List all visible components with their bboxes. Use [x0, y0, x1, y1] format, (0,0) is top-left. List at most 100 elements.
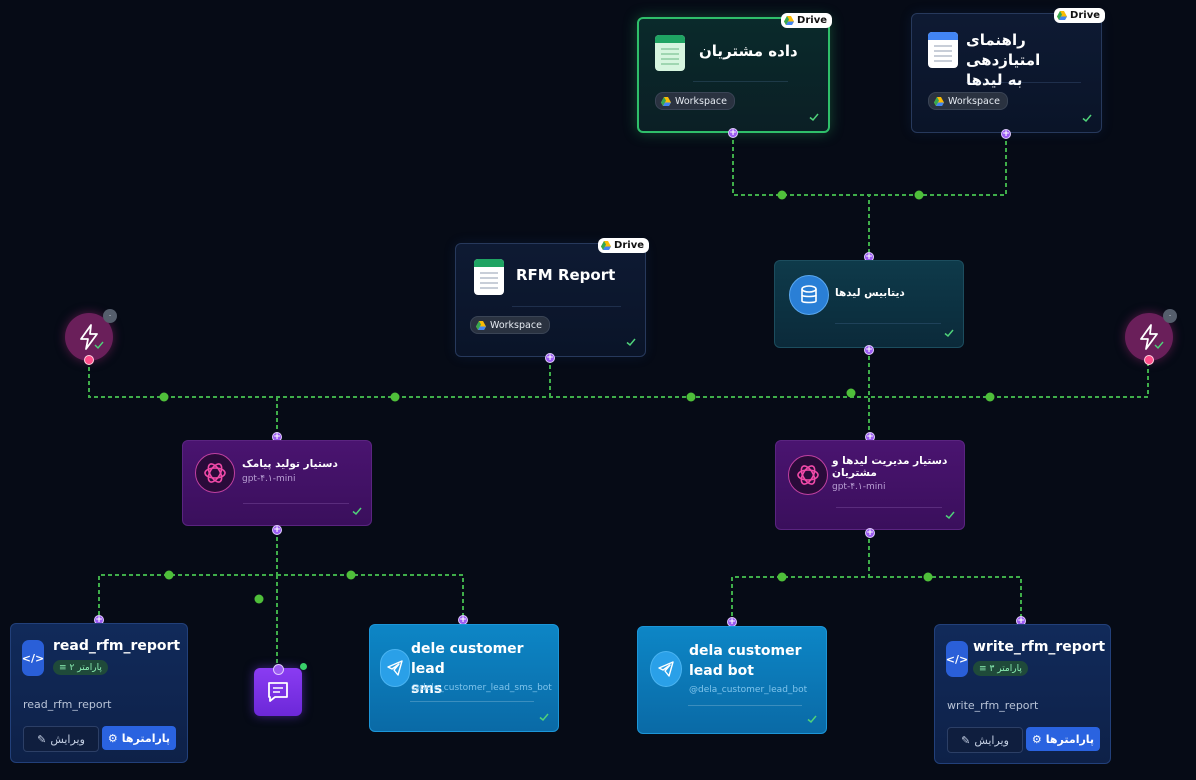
edge-trigger-left-bus — [88, 360, 1149, 398]
output-port[interactable]: + — [728, 128, 738, 138]
edit-button[interactable]: ✎ویرایش — [947, 727, 1023, 753]
edge-dot — [159, 392, 169, 402]
edge-sms-agent-to-bot — [277, 574, 464, 620]
trigger-left[interactable]: ۰ — [65, 309, 117, 365]
google-drive-icon — [661, 96, 671, 106]
check-icon — [626, 338, 636, 347]
count-badge: ۰ — [103, 309, 117, 323]
google-drive-icon — [476, 320, 486, 330]
divider — [966, 82, 1081, 83]
output-port[interactable] — [84, 355, 94, 365]
model-label: gpt-۴.۱-mini — [242, 474, 296, 484]
node-title: RFM Report — [516, 266, 616, 284]
check-icon — [945, 511, 955, 520]
code-icon: </> — [22, 640, 44, 676]
workspace-pill: Workspace — [928, 92, 1008, 110]
tool-description: write_rfm_report — [947, 699, 1039, 712]
output-port[interactable]: + — [1001, 129, 1011, 139]
code-icon: </> — [946, 641, 968, 677]
google-sheets-icon — [655, 35, 685, 71]
node-title: داده مشتریان — [699, 42, 798, 60]
drive-badge: Drive — [598, 238, 649, 253]
google-drive-icon — [934, 96, 944, 106]
edge-sms-agent-tools — [98, 530, 278, 620]
edge-dot — [777, 190, 787, 200]
output-port[interactable] — [1144, 355, 1154, 365]
output-port[interactable]: + — [272, 525, 282, 535]
google-drive-icon — [784, 16, 795, 25]
parameters-button[interactable]: ⚙پارامترها — [102, 726, 176, 750]
edge-dot — [923, 572, 933, 582]
workspace-pill: Workspace — [470, 316, 550, 334]
node-title: دستیار تولید پیامک — [242, 458, 338, 470]
lightning-icon — [80, 324, 104, 350]
google-sheets-icon — [474, 259, 504, 295]
output-port[interactable]: + — [865, 528, 875, 538]
edge-dot — [346, 570, 356, 580]
edit-button[interactable]: ✎ویرایش — [23, 726, 99, 752]
telegram-icon — [650, 651, 682, 687]
divider — [693, 81, 788, 82]
check-icon — [807, 715, 817, 724]
output-port[interactable]: + — [864, 345, 874, 355]
edge-dot — [777, 572, 787, 582]
node-sms-bot[interactable]: dele customer lead sms @dele_customer_le… — [369, 624, 559, 732]
node-title: dele customer lead sms — [411, 641, 524, 697]
openai-icon — [195, 453, 235, 493]
check-icon — [352, 507, 362, 516]
check-icon — [1082, 114, 1092, 123]
node-lead-agent[interactable]: دستیار مدیریت لیدها و مشتریان gpt-۴.۱-mi… — [775, 440, 965, 530]
edge-dot — [390, 392, 400, 402]
pencil-icon: ✎ — [961, 733, 971, 747]
param-count-pill: ≡پارامتر ۳ — [973, 661, 1028, 676]
node-write-rfm-tool[interactable]: </> write_rfm_report ≡پارامتر ۳ write_rf… — [934, 624, 1111, 764]
node-title: dela customer lead bot — [689, 643, 802, 679]
node-rfm-report[interactable]: Drive RFM Report Workspace — [455, 238, 649, 357]
edge-lead-agent-to-write — [869, 576, 1022, 621]
google-docs-icon — [928, 32, 958, 68]
chat-icon — [268, 682, 288, 702]
google-drive-icon — [1057, 11, 1068, 20]
drive-badge: Drive — [781, 13, 832, 28]
node-title: write_rfm_report — [973, 639, 1106, 655]
pencil-icon: ✎ — [37, 732, 47, 746]
edge-dot — [914, 190, 924, 200]
gear-icon: ⚙ — [1031, 732, 1042, 746]
node-chat[interactable] — [254, 663, 307, 716]
workspace-pill: Workspace — [655, 92, 735, 110]
drive-badge: Drive — [1054, 8, 1105, 23]
node-read-rfm-tool[interactable]: </> read_rfm_report ≡پارامتر ۲ read_rfm_… — [10, 623, 188, 763]
trigger-right[interactable]: ۰ — [1125, 309, 1177, 365]
count-badge: ۰ — [1163, 309, 1177, 323]
param-count-pill: ≡پارامتر ۲ — [53, 660, 108, 675]
node-customer-data[interactable]: Drive داده مشتریان Workspace — [637, 13, 832, 133]
input-port[interactable] — [273, 664, 284, 675]
divider — [836, 507, 942, 508]
tool-description: read_rfm_report — [23, 698, 112, 711]
gear-icon: ⚙ — [107, 731, 118, 745]
edge-dot — [164, 570, 174, 580]
bot-handle: @dele_customer_lead_sms_bot — [411, 683, 552, 693]
check-icon — [539, 713, 549, 722]
edge-dot — [846, 388, 856, 398]
node-title: راهنمای امتیازدهی به لیدها — [966, 31, 1041, 89]
parameters-button[interactable]: ⚙پارامترها — [1026, 727, 1100, 751]
check-icon — [809, 113, 819, 122]
node-title: دیتابیس لیدها — [835, 287, 905, 299]
telegram-icon — [380, 649, 410, 687]
node-leads-database[interactable]: دیتابیس لیدها — [774, 260, 964, 348]
model-label: gpt-۴.۱-mini — [832, 482, 886, 492]
edge-guide-to-db — [869, 134, 1007, 196]
edge-dot — [985, 392, 995, 402]
bot-handle: @dela_customer_lead_bot — [689, 685, 808, 695]
output-port[interactable]: + — [545, 353, 555, 363]
divider — [835, 323, 941, 324]
node-scoring-guide[interactable]: Drive راهنمای امتیازدهی به لیدها Workspa… — [911, 8, 1105, 133]
divider — [512, 306, 621, 307]
node-lead-bot[interactable]: dela customer lead bot @dela_customer_le… — [637, 626, 827, 734]
google-drive-icon — [601, 241, 612, 250]
divider — [410, 701, 534, 702]
node-sms-agent[interactable]: دستیار تولید پیامک gpt-۴.۱-mini — [182, 440, 372, 526]
